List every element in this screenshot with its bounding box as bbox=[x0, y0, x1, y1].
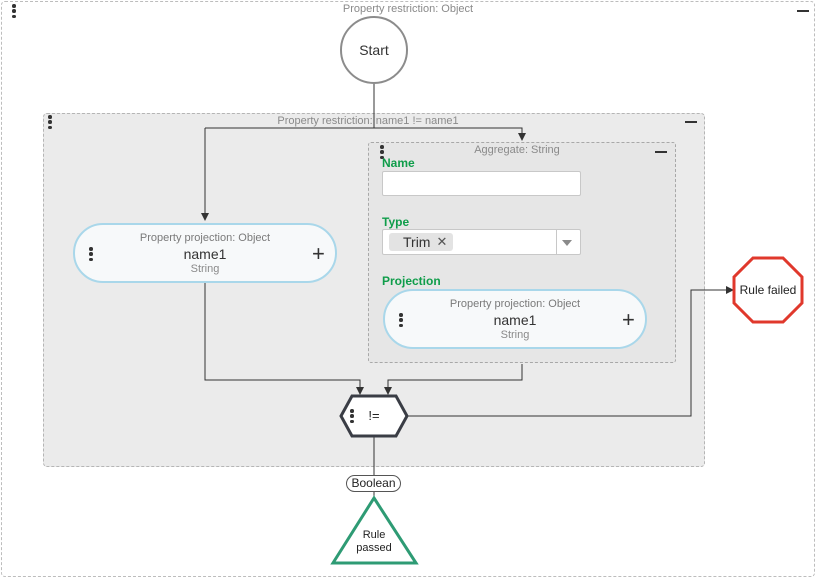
edge-to-aggregate bbox=[374, 127, 526, 141]
outer-group-menu-icon[interactable] bbox=[10, 4, 18, 18]
start-node[interactable] bbox=[338, 15, 410, 87]
select-divider bbox=[556, 230, 557, 254]
restriction-group-collapse-icon[interactable] bbox=[685, 116, 697, 128]
rule-passed-node[interactable] bbox=[330, 495, 420, 567]
aggregate-projection-label: Projection bbox=[382, 274, 441, 288]
operator-menu-icon[interactable] bbox=[348, 409, 356, 423]
start-node-label: Start bbox=[359, 42, 389, 58]
edge-left-projection-to-operator bbox=[204, 283, 364, 395]
outer-group-collapse-icon[interactable] bbox=[797, 5, 809, 17]
left-projection-name: name1 bbox=[183, 246, 227, 262]
aggregate-type-select[interactable]: Trim ✕ bbox=[382, 229, 581, 255]
rule-failed-node[interactable] bbox=[731, 255, 805, 325]
operator-label: != bbox=[368, 408, 380, 423]
inner-projection-name: name1 bbox=[493, 312, 537, 328]
rule-passed-line1: Rule bbox=[362, 529, 386, 541]
inner-projection-type: String bbox=[500, 329, 530, 341]
restriction-group-menu-icon[interactable] bbox=[46, 115, 54, 129]
clear-x-icon[interactable]: ✕ bbox=[436, 234, 448, 249]
left-projection-node[interactable]: Property projection: Object name1 String… bbox=[73, 223, 337, 283]
aggregate-name-input[interactable] bbox=[382, 171, 581, 196]
aggregate-group-collapse-icon[interactable] bbox=[655, 146, 667, 158]
operator-node[interactable] bbox=[338, 393, 410, 439]
inner-projection-node[interactable]: Property projection: Object name1 String… bbox=[383, 289, 647, 349]
rule-passed-label: Rule passed bbox=[330, 529, 418, 555]
aggregate-type-label: Type bbox=[382, 215, 410, 229]
edge-operator-to-rule-failed bbox=[406, 286, 734, 417]
add-plus-icon[interactable]: + bbox=[622, 307, 635, 332]
left-projection-type: String bbox=[190, 263, 220, 275]
aggregate-group-title: Aggregate: String bbox=[474, 144, 560, 156]
left-projection-menu-icon[interactable] bbox=[87, 247, 95, 261]
edge-to-left-projection bbox=[205, 127, 374, 220]
dropdown-caret-icon[interactable] bbox=[562, 240, 572, 246]
aggregate-name-label: Name bbox=[382, 156, 415, 170]
boolean-output-label: Boolean bbox=[346, 475, 401, 492]
edge-aggregate-to-operator bbox=[384, 364, 523, 395]
rule-passed-line2: passed bbox=[356, 542, 392, 554]
rule-failed-label: Rule failed bbox=[739, 283, 797, 297]
inner-projection-menu-icon[interactable] bbox=[397, 313, 405, 327]
type-chip-trim: Trim ✕ bbox=[389, 233, 454, 251]
left-projection-title: Property projection: Object bbox=[139, 232, 271, 244]
aggregate-group-menu-icon[interactable] bbox=[378, 145, 386, 159]
outer-group-title: Property restriction: Object bbox=[342, 3, 474, 15]
type-chip-label: Trim bbox=[403, 234, 431, 250]
inner-projection-title: Property projection: Object bbox=[449, 298, 581, 310]
restriction-group-title: Property restriction: name1 != name1 bbox=[277, 115, 459, 127]
add-plus-icon[interactable]: + bbox=[312, 241, 325, 266]
